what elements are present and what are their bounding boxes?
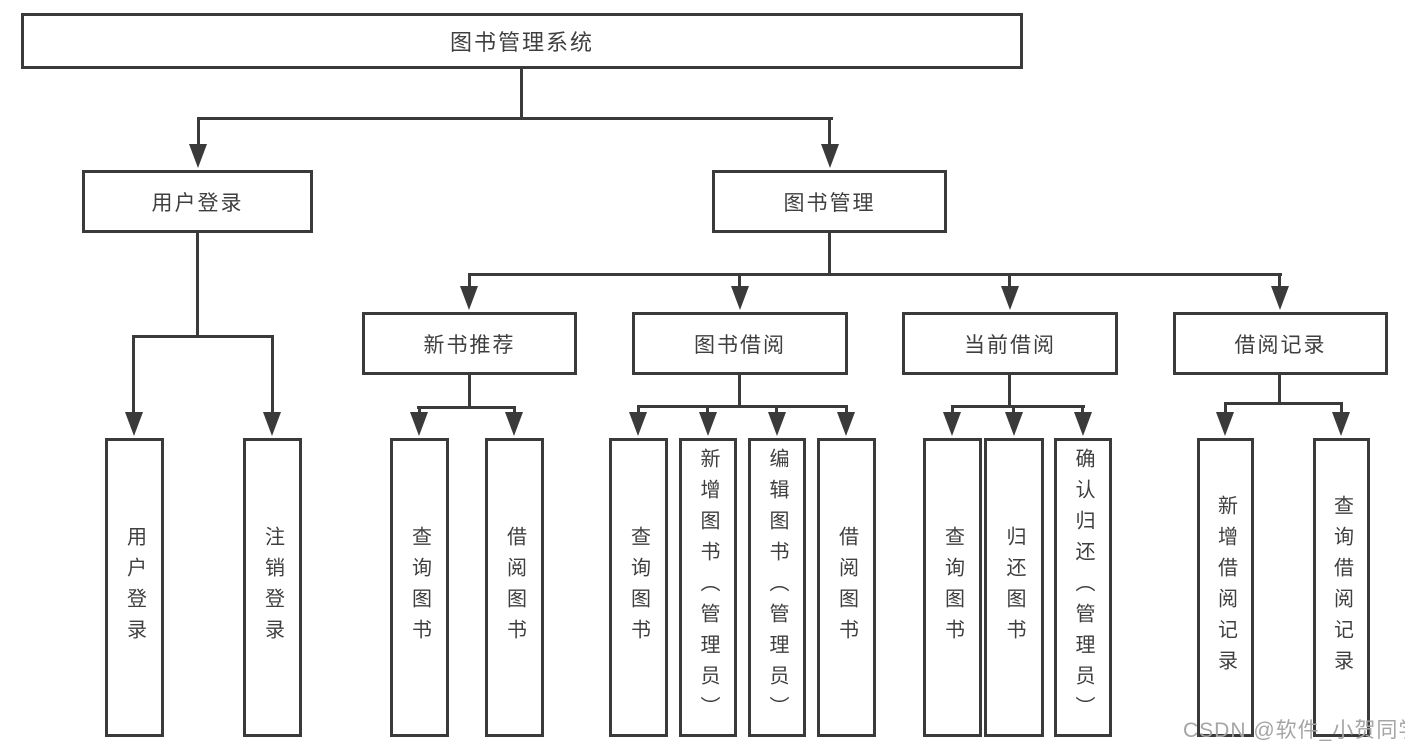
connector-line [520, 69, 523, 117]
node-label: 借阅图书 [835, 525, 858, 650]
csdn-watermark: CSDN @软件_小贺同学 [1183, 719, 1405, 742]
connector-line [1224, 402, 1227, 414]
node-label: 注销登录 [261, 525, 284, 650]
connector-line [418, 406, 421, 414]
connector-line [196, 233, 199, 335]
arrow-down-icon [1001, 286, 1019, 310]
arrow-down-icon [1005, 412, 1023, 436]
arrow-down-icon [1332, 412, 1350, 436]
leaf-user-login: 用户登录 [105, 438, 164, 737]
node-label: 图书借阅 [694, 333, 786, 357]
leaf-query-books: 查询图书 [390, 438, 449, 737]
connector-line [1008, 374, 1011, 405]
connector-line [1340, 402, 1343, 414]
arrow-down-icon [943, 412, 961, 436]
connector-line [637, 405, 640, 414]
connector-line [1278, 273, 1281, 288]
arrow-down-icon [189, 144, 207, 168]
connector-line [637, 405, 848, 408]
arrow-down-icon [505, 412, 523, 436]
node-label: 图书管理系统 [449, 30, 594, 55]
connector-line [828, 233, 831, 273]
arrow-down-icon [699, 412, 717, 436]
node-label: 新增图书（管理员） [697, 448, 719, 727]
arrow-down-icon [768, 412, 786, 436]
connector-line [197, 117, 833, 120]
arrow-down-icon [460, 286, 478, 310]
node-borrow-records: 借阅记录 [1173, 312, 1388, 375]
connector-line [513, 406, 516, 414]
leaf-borrow-books: 借阅图书 [485, 438, 544, 737]
connector-line [132, 335, 135, 414]
leaf-confirm-return-admin: 确认归还（管理员） [1054, 438, 1112, 737]
leaf-edit-books-admin: 编辑图书（管理员） [748, 438, 806, 737]
connector-line [1278, 374, 1281, 402]
connector-line [468, 273, 1282, 276]
connector-line [468, 374, 471, 406]
connector-line [845, 405, 848, 414]
arrow-down-icon [821, 144, 839, 168]
node-label: 当前借阅 [964, 333, 1056, 357]
connector-line [132, 335, 274, 338]
arrow-down-icon [1074, 412, 1092, 436]
arrow-down-icon [731, 286, 749, 310]
node-library-management-system: 图书管理系统 [21, 13, 1023, 69]
connector-line [706, 405, 709, 414]
arrow-down-icon [1216, 412, 1234, 436]
arrow-down-icon [1271, 286, 1289, 310]
node-label: 归还图书 [1003, 525, 1025, 650]
connector-line [951, 405, 954, 414]
connector-line [271, 335, 274, 414]
node-book-management: 图书管理 [712, 170, 947, 233]
node-label: 借阅记录 [1234, 333, 1327, 357]
connector-line [197, 117, 200, 146]
node-label: 借阅图书 [503, 525, 526, 650]
leaf-query-books: 查询图书 [609, 438, 668, 737]
node-label: 用户登录 [123, 525, 146, 650]
node-user-login: 用户登录 [82, 170, 313, 233]
connector-line [417, 406, 516, 409]
leaf-borrow-books: 借阅图书 [817, 438, 876, 737]
connector-line [1081, 405, 1084, 414]
node-label: 用户登录 [151, 191, 244, 215]
node-label: 图书管理 [783, 191, 876, 215]
arrow-down-icon [837, 412, 855, 436]
arrow-down-icon [125, 412, 143, 436]
node-label: 查询图书 [408, 525, 431, 650]
leaf-query-books: 查询图书 [923, 438, 982, 737]
connector-line [468, 273, 471, 288]
arrow-down-icon [263, 412, 281, 436]
node-new-book-recommend: 新书推荐 [362, 312, 577, 375]
connector-line [775, 405, 778, 414]
arrow-down-icon [629, 412, 647, 436]
arrow-down-icon [410, 412, 428, 436]
node-label: 新书推荐 [423, 333, 516, 357]
node-current-borrowing: 当前借阅 [902, 312, 1118, 375]
connector-line [828, 117, 831, 146]
leaf-add-books-admin: 新增图书（管理员） [679, 438, 737, 737]
leaf-logout: 注销登录 [243, 438, 302, 737]
node-label: 查询图书 [941, 525, 964, 650]
node-label: 查询借阅记录 [1330, 494, 1353, 681]
connector-line [1224, 402, 1343, 405]
leaf-query-borrow-record: 查询借阅记录 [1313, 438, 1370, 737]
connector-line [738, 374, 741, 405]
leaf-add-borrow-record: 新增借阅记录 [1197, 438, 1254, 737]
leaf-return-books: 归还图书 [984, 438, 1044, 737]
node-label: 编辑图书（管理员） [766, 448, 788, 727]
node-label: 查询图书 [627, 525, 650, 650]
node-label: 确认归还（管理员） [1072, 448, 1094, 727]
connector-line [1012, 405, 1015, 414]
connector-line [951, 405, 1085, 408]
connector-line [1008, 273, 1011, 288]
node-label: 新增借阅记录 [1214, 494, 1237, 681]
node-book-borrowing: 图书借阅 [632, 312, 848, 375]
connector-line [738, 273, 741, 288]
